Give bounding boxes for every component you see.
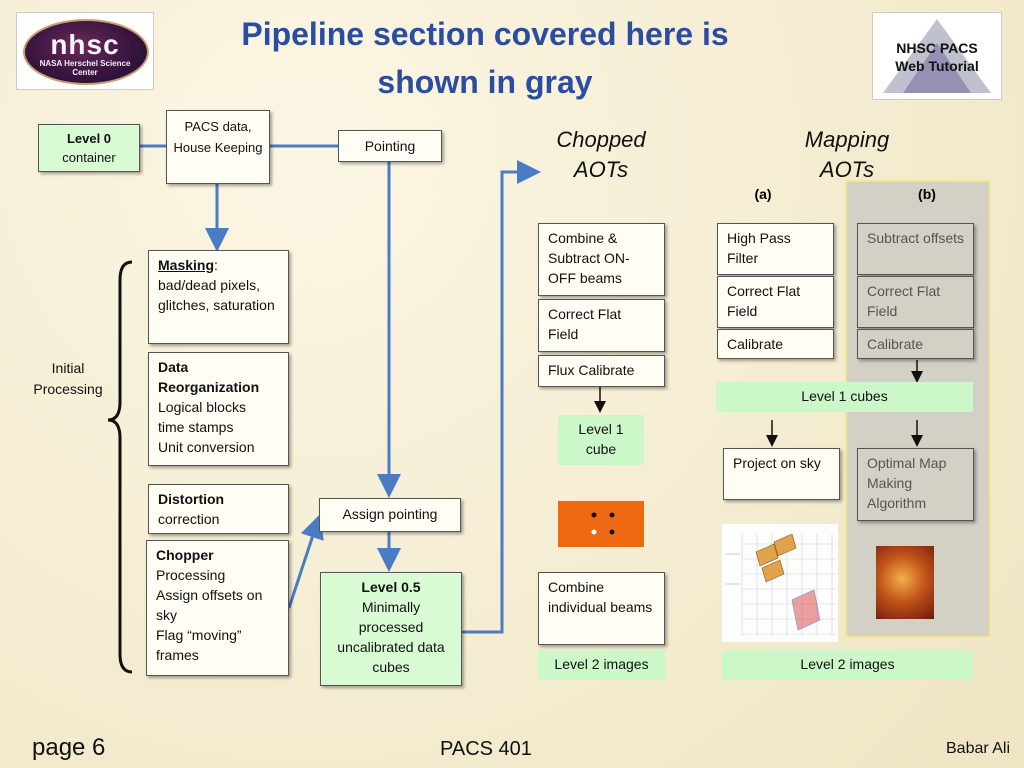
course-label: PACS 401 (440, 738, 532, 760)
mapping-level1-box: Level 1 cubes (716, 382, 973, 412)
chopped-beams-dots (591, 512, 615, 535)
optimal-map-making-box: Optimal Map Making Algorithm (857, 448, 974, 521)
chopper-box: Chopper Processing Assign offsets on sky… (146, 540, 289, 676)
chopped-level1-box: Level 1 cube (558, 415, 644, 465)
masking-text: bad/dead pixels, glitches, saturation (158, 277, 275, 313)
high-pass-filter-box: High Pass Filter (717, 223, 834, 275)
nhsc-logo-subtext: NASA Herschel Science Center (39, 59, 131, 77)
projection-grid-graphic (726, 533, 836, 636)
page-number: page 6 (32, 734, 106, 761)
masking-box: Masking: bad/dead pixels, glitches, satu… (148, 250, 289, 344)
author-label: Babar Ali (946, 740, 1011, 757)
level0-box: Level 0 container (38, 124, 140, 172)
nhsc-logo-text: nhsc (50, 29, 120, 60)
combine-subtract-box: Combine & Subtract ON-OFF beams (538, 223, 665, 296)
distortion-box: Distortion correction (148, 484, 289, 534)
mapping-b-flat-field-box: Correct Flat Field (857, 276, 974, 328)
mapping-label-b: (b) (918, 186, 936, 202)
pacs-data-box: PACS data, House Keeping (166, 110, 270, 184)
mapping-label-a: (a) (754, 186, 772, 202)
mapping-a-flat-field-box: Correct Flat Field (717, 276, 834, 328)
data-reorganization-box: Data Reorganization Logical blocks time … (148, 352, 289, 466)
subtract-offsets-box: Subtract offsets (857, 223, 974, 275)
web-tutorial-logo-text: NHSC PACS Web Tutorial (895, 40, 979, 74)
optimal-map-image (876, 546, 934, 619)
mapping-a-calibrate-box: Calibrate (717, 329, 834, 359)
initial-processing-brace (107, 260, 133, 674)
web-tutorial-logo-graphic (883, 19, 991, 93)
combine-beams-box: Combine individual beams (538, 572, 665, 645)
project-on-sky-box: Project on sky (723, 448, 840, 500)
chopped-beams-image (558, 501, 644, 547)
masking-label: Masking (158, 257, 215, 273)
arrow-chopper-assign (287, 514, 324, 609)
pointing-box: Pointing (338, 130, 442, 162)
assign-pointing-box: Assign pointing (319, 498, 461, 532)
chopped-flat-field-box: Correct Flat Field (538, 299, 665, 352)
chopped-level2-box: Level 2 images (538, 650, 665, 680)
nhsc-logo-emblem (23, 19, 149, 85)
nhsc-logo: nhsc NASA Herschel Science Center (16, 12, 154, 90)
arrow-level05-aots (462, 160, 541, 634)
page-title: Pipeline section covered here is shown i… (241, 16, 729, 100)
mapping-level2-box: Level 2 images (722, 650, 973, 680)
flux-calibrate-box: Flux Calibrate (538, 355, 665, 387)
projection-grid-image (722, 524, 838, 642)
level05-box: Level 0.5 Minimally processed uncalibrat… (320, 572, 462, 686)
mapping-b-calibrate-box: Calibrate (857, 329, 974, 359)
initial-processing-label: Initial Processing (33, 360, 103, 397)
web-tutorial-logo: NHSC PACS Web Tutorial (872, 12, 1002, 100)
mapping-aots-heading: Mapping AOTs (804, 127, 890, 182)
chopped-aots-heading: Chopped AOTs (556, 127, 646, 182)
